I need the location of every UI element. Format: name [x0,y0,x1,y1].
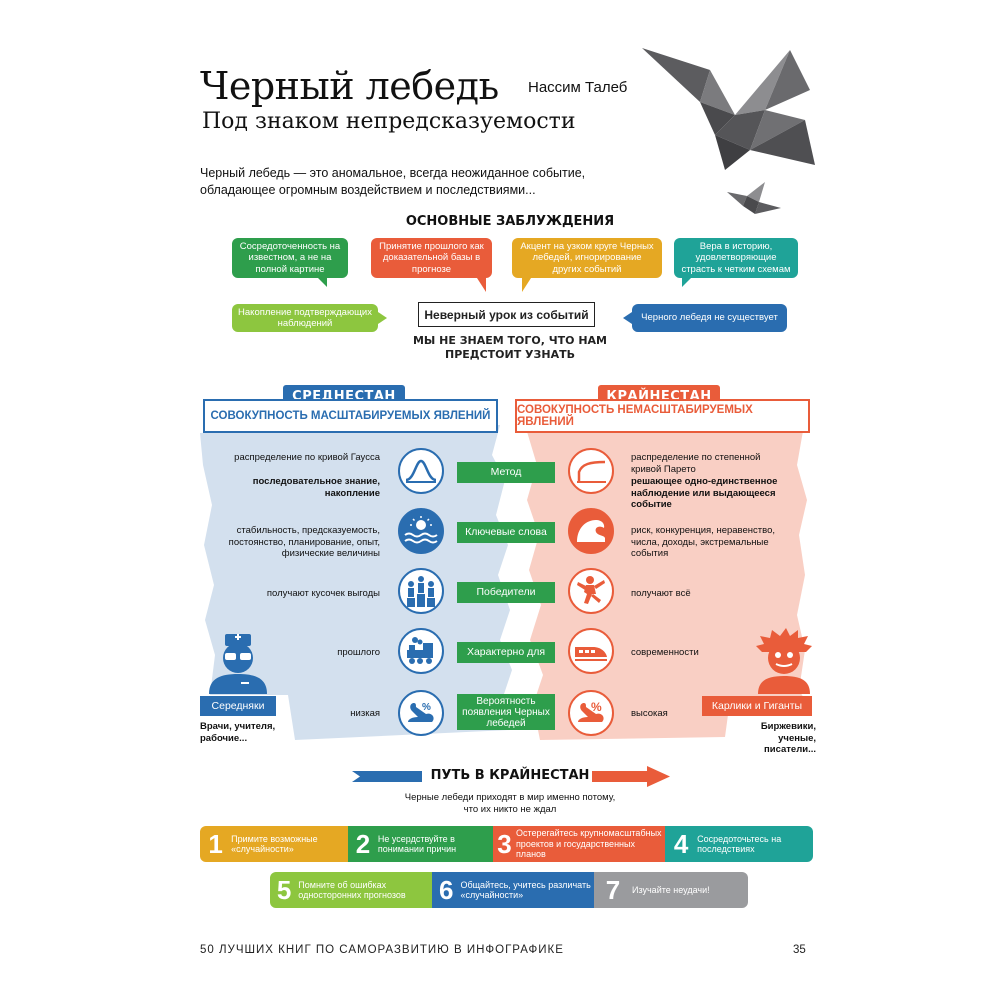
step-number: 1 [208,828,223,859]
path-heading: ПУТЬ В КРАЙНЕСТАН [430,768,590,783]
step-number: 2 [355,828,371,859]
intro-text: Черный лебедь — это аномальное, всегда н… [200,166,586,197]
page-subtitle: Под знаком непредсказуемости [202,109,576,134]
path-step-6: 6 Общайтесь, учитесь различать «случайно… [432,872,594,908]
jumping-person-icon [568,568,614,614]
wrong-lesson-box: Неверный урок из событий [418,302,595,327]
path-step-2: 2 Не усердствуйте в понимании причин [348,826,493,862]
mediocristan-method-line1: распределение по кривой Гаусса [234,452,380,463]
middle-label-typical: Характерно для [457,642,555,663]
page-number: 35 [793,944,806,956]
swan-percent-icon: % [568,690,614,736]
step-number: 4 [673,828,689,859]
misconception-bubble-4: Вера в историю, удовлетворяющие страсть … [674,238,798,278]
svg-text:%: % [591,700,602,714]
step-text: Не усердствуйте в понимании причин [377,833,457,855]
step-text: Сосредоточьтесь на последствиях [697,833,782,855]
step-number: 6 [439,874,454,905]
step-text: Остерегайтесь крупномасштабных проектов … [515,828,662,860]
steam-train-icon [398,628,444,674]
wave-icon [568,508,614,554]
origami-crane-large-icon [642,48,815,170]
mediocristan-typical: прошлого [337,647,380,658]
path-step-5: 5 Помните об ошибках односторонних прогн… [270,872,432,908]
doctor-avatar-icon [209,634,267,694]
path-step-4: 4 Сосредоточьтесь на последствиях [665,826,813,862]
step-number: 7 [605,874,621,905]
origami-crane-small-icon [727,182,781,214]
path-step-7: 7 Изучайте неудачи! [594,872,748,908]
step-text: Изучайте неудачи! [632,884,710,895]
misconception-bubble-3: Акцент на узком круге Черных лебедей, иг… [512,238,662,278]
path-step-1: 1 Примите возможные «случайности» [200,826,348,862]
misconception-bubble-2: Принятие прошлого как доказательной базы… [371,238,492,278]
misconceptions-heading: ОСНОВНЫЕ ЗАБЛУЖДЕНИЯ [405,214,615,229]
misconception-bubble-6: Черного лебедя не существует [632,304,787,332]
page-title: Черный лебедь [200,64,499,108]
middle-label-keywords: Ключевые слова [457,522,555,543]
extremistan-person-label: Карлики и Гиганты [702,696,812,716]
bullet-train-icon [568,628,614,674]
step-text: Примите возможные «случайности» [231,833,318,855]
mediocristan-probability: низкая [350,708,380,719]
book-footer: 50 ЛУЧШИХ КНИГ ПО САМОРАЗВИТИЮ В ИНФОГРА… [200,944,564,956]
path-step-3: 3 Остерегайтесь крупномасштабных проекто… [493,826,665,862]
mediocristan-keywords: стабильность, предсказуемость, постоянст… [228,525,380,559]
extremistan-winners: получают всё [631,588,691,599]
extremistan-method-line1: распределение по степенной кривой Парето [631,452,761,475]
extremistan-probability: высокая [631,708,668,719]
unknown-statement: МЫ НЕ ЗНАЕМ ТОГО, ЧТО НАМ ПРЕДСТОИТ УЗНА… [412,334,607,361]
svg-text:%: % [422,702,431,713]
middle-label-probability: Вероятность появления Черных лебедей [457,694,555,730]
scientist-avatar-icon [756,628,812,694]
pareto-curve-icon [568,448,614,494]
step-number: 5 [276,874,292,905]
extremistan-typical: современности [631,647,699,658]
winners-podium-icon [398,568,444,614]
swan-percent-icon: % [398,690,444,736]
path-arrow-icon [352,766,670,787]
mediocristan-person-desc: Врачи, учителя, рабочие... [200,721,276,744]
extremistan-subtitle: СОВОКУПНОСТЬ НЕМАСШТАБИРУЕМЫХ ЯВЛЕНИЙ [515,399,810,433]
middle-label-method: Метод [457,462,555,483]
step-number: 3 [497,828,512,859]
path-caption: Черные лебеди приходят в мир именно пото… [404,792,616,815]
step-text: Общайтесь, учитесь различать «случайност… [460,879,591,901]
author-name: Нассим Талеб [528,79,628,96]
mediocristan-method-line2: последовательное знание, накопление [252,476,380,499]
extremistan-person-desc: Биржевики, ученые, писатели... [760,721,816,755]
middle-label-winners: Победители [457,582,555,603]
mediocristan-subtitle: СОВОКУПНОСТЬ МАСШТАБИРУЕМЫХ ЯВЛЕНИЙ [203,399,498,433]
extremistan-method-line2: решающее одно-единственное наблюдение ил… [631,476,778,510]
sea-sun-icon [398,508,444,554]
extremistan-keywords: риск, конкуренция, неравенство, числа, д… [631,525,775,559]
step-text: Помните об ошибках односторонних прогноз… [298,879,406,901]
mediocristan-person-label: Середняки [200,696,276,716]
bell-curve-icon [398,448,444,494]
misconception-bubble-1: Сосредоточенность на известном, а не на … [232,238,348,278]
misconception-bubble-5: Накопление подтверждающих наблюдений [232,304,378,332]
mediocristan-winners: получают кусочек выгоды [266,588,380,599]
